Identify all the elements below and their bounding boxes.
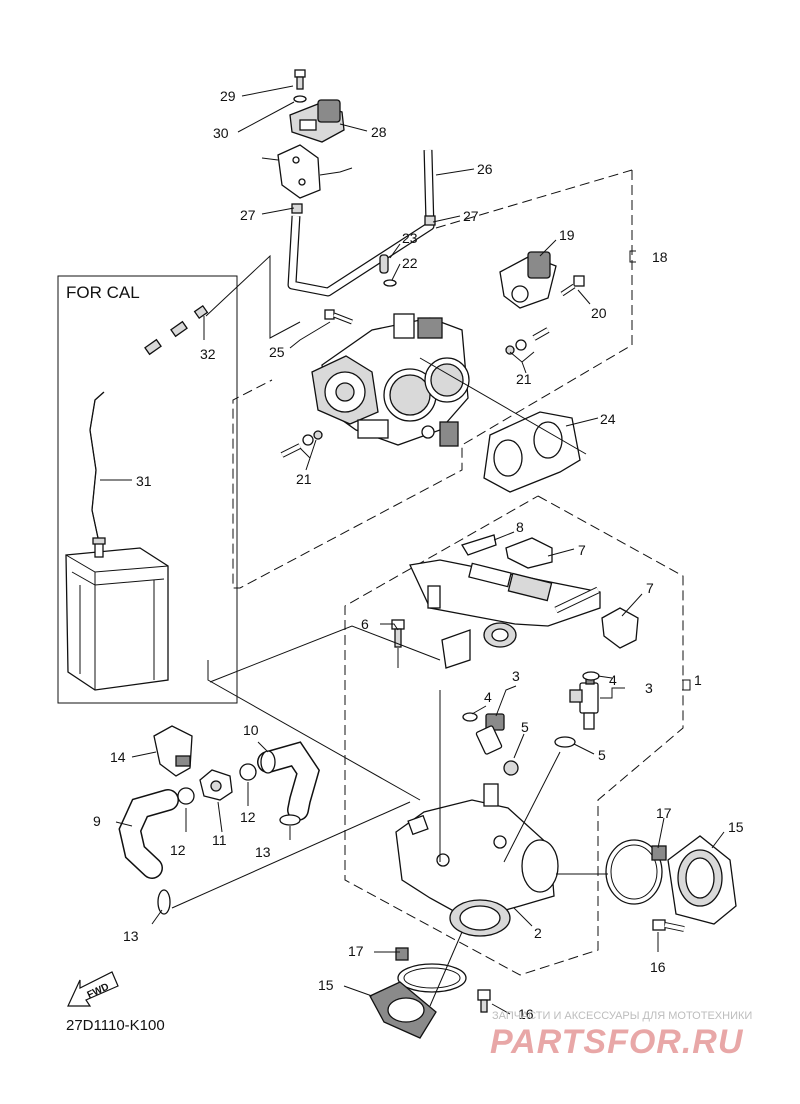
screw-set-21-right [505, 327, 550, 355]
clamp-12-left [177, 787, 195, 805]
o-ring-4-right [582, 671, 600, 681]
clip-27-right [424, 215, 436, 226]
callout-16-right: 16 [650, 959, 666, 975]
callout-32: 32 [200, 346, 216, 362]
callout-3-left: 3 [512, 668, 520, 684]
callout-18: 18 [652, 249, 668, 265]
hose-31 [89, 391, 105, 539]
bolt-29 [294, 69, 306, 90]
clip-7-upper [505, 537, 553, 569]
cap-23 [379, 254, 389, 274]
callout-27-right: 27 [463, 208, 479, 224]
leader-lines [100, 85, 725, 1015]
clamp-17-right [605, 839, 667, 905]
bracket-8 [461, 534, 497, 556]
bracket-14 [153, 725, 193, 777]
callout-23: 23 [402, 230, 418, 246]
callout-16-bottom: 16 [518, 1006, 534, 1022]
hose-26 [287, 149, 435, 297]
sensor-28 [289, 99, 345, 143]
clamp-12-right [239, 763, 257, 781]
callout-12-right: 12 [240, 809, 256, 825]
callout-19: 19 [559, 227, 575, 243]
callout-17-right: 17 [656, 805, 672, 821]
callout-21-left: 21 [296, 471, 312, 487]
callout-25: 25 [269, 344, 285, 360]
callout-6: 6 [361, 616, 369, 632]
callout-13-right: 13 [255, 844, 271, 860]
callout-9: 9 [93, 813, 101, 829]
screw-set-21-left [280, 430, 323, 458]
bolt-16-bottom [477, 989, 491, 1013]
fuel-rail-assembly-outline [344, 495, 684, 976]
sensor-bracket [261, 144, 353, 199]
callout-3-right: 3 [645, 680, 653, 696]
callout-21-right: 21 [516, 371, 532, 387]
callout-15-bottom: 15 [318, 977, 334, 993]
intake-joint-15-right [667, 835, 737, 925]
callout-4-right: 4 [609, 672, 617, 688]
callout-20: 20 [591, 305, 607, 321]
callout-14: 14 [110, 749, 126, 765]
throttle-body-assembly-outline [232, 169, 633, 589]
joint-body-2 [395, 783, 559, 937]
injector-3-left [475, 713, 505, 755]
watermark: ЗАПЧАСТИ И АКСЕССУАРЫ ДЛЯ МОТОТЕХНИКИ PA… [490, 1010, 752, 1061]
callout-30: 30 [213, 125, 229, 141]
for-cal-box [57, 275, 238, 704]
callout-11: 11 [212, 832, 227, 848]
callout-1: 1 [694, 672, 702, 688]
clamp-17-bottom [395, 947, 467, 993]
callout-labels: 29 30 28 26 27 27 23 19 18 22 20 25 32 2… [93, 88, 744, 1022]
callout-15-right: 15 [728, 819, 744, 835]
callout-7-upper: 7 [578, 542, 586, 558]
callout-12-left: 12 [170, 842, 186, 858]
fwd-arrow-icon: FWD [67, 971, 119, 1007]
callout-5-left: 5 [521, 719, 529, 735]
callout-5-right: 5 [598, 747, 606, 763]
fitting-11 [199, 769, 233, 801]
sensor-19 [499, 251, 557, 309]
throttle-body [311, 313, 470, 447]
callout-26: 26 [477, 161, 493, 177]
callout-31: 31 [136, 473, 152, 489]
clip-7-lower [601, 607, 639, 649]
callout-29: 29 [220, 88, 236, 104]
callout-10: 10 [243, 722, 259, 738]
clip-13-left [157, 889, 171, 915]
hose-10 [257, 741, 320, 821]
gasket-24 [483, 411, 581, 493]
watermark-tagline: ЗАПЧАСТИ И АКСЕССУАРЫ ДЛЯ МОТОТЕХНИКИ [492, 1010, 752, 1022]
watermark-brand: PARTSFOR.RU [490, 1023, 744, 1061]
injector-3 [569, 675, 599, 730]
callout-27-left: 27 [240, 207, 256, 223]
callout-2: 2 [534, 925, 542, 941]
bolt-16-right [652, 919, 685, 932]
callout-7-lower: 7 [646, 580, 654, 596]
breather-pipe [102, 304, 209, 394]
callout-28: 28 [371, 124, 387, 140]
canister [65, 537, 169, 691]
washer-30 [293, 95, 307, 103]
o-ring-4-left [462, 712, 478, 722]
screw-20 [560, 275, 585, 297]
fuel-rail [409, 559, 601, 669]
callout-17-bottom: 17 [348, 943, 364, 959]
for-cal-label: FOR CAL [66, 283, 140, 302]
screw-25 [324, 309, 353, 325]
clip-13-right [279, 814, 301, 826]
seal-5-right [554, 736, 576, 748]
part-code: 27D1110-K100 [66, 1017, 165, 1034]
clip-22 [383, 279, 397, 287]
hose-9 [118, 789, 179, 879]
callout-4-left: 4 [484, 689, 492, 705]
reference-lines [171, 254, 608, 1007]
intake-joint-15-bottom [369, 981, 437, 1039]
callout-24: 24 [600, 411, 616, 427]
seal-5-left [503, 760, 519, 776]
callout-13-left: 13 [123, 928, 139, 944]
callout-8: 8 [516, 519, 524, 535]
callout-22: 22 [402, 255, 418, 271]
